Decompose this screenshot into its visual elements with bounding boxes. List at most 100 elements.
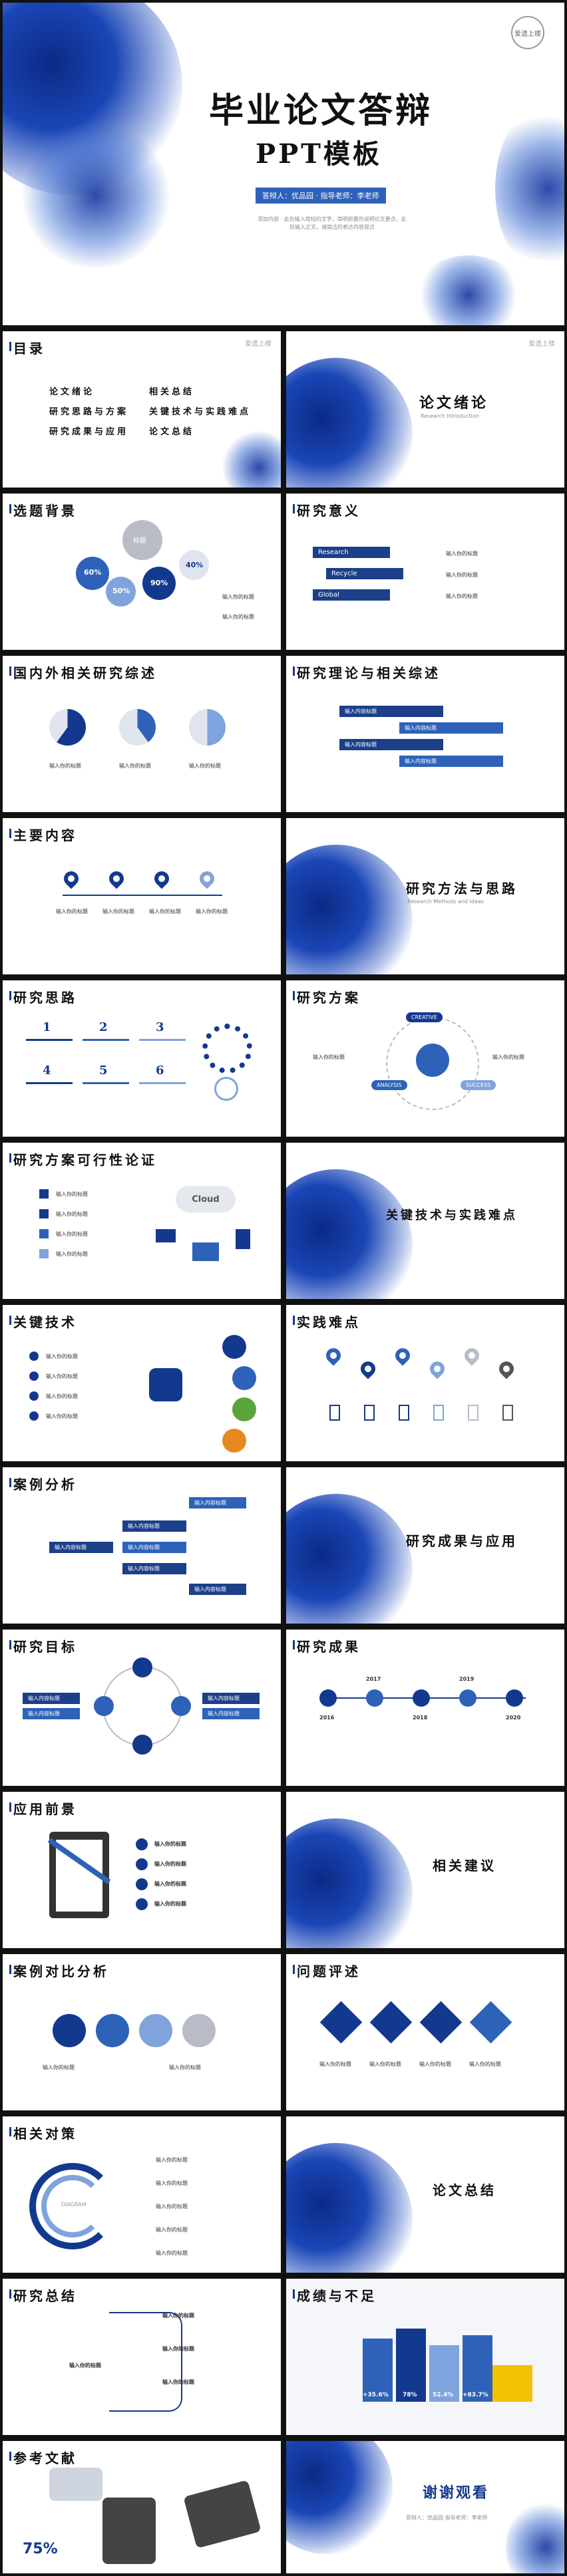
domestic-slide[interactable]: 国内外相关研究综述 输入你的标题 输入你的标题 输入你的标题 bbox=[3, 656, 281, 812]
case-slide[interactable]: 案例分析 输入内容标题 输入内容标题 输入内容标题 输入内容标题 输入内容标题 … bbox=[3, 1467, 281, 1624]
section-slide-5[interactable]: 相关建议 bbox=[286, 1792, 564, 1948]
cycle-node-icon bbox=[94, 1696, 114, 1716]
tree-node: 输入内容标题 bbox=[122, 1563, 186, 1574]
significance-slide[interactable]: 研究意义 Research Recycle Global 输入你的标题 输入你的… bbox=[286, 494, 564, 650]
cover-slide[interactable]: 爱遗上楼 毕业论文答辩 PPT模板 答辩人：优品园 · 指导老师：李老师 添加内… bbox=[3, 3, 564, 325]
arrow-tag-research: Research bbox=[313, 547, 390, 558]
text-label: 输入你的标题 bbox=[56, 1191, 88, 1197]
creative-badge: CREATIVE bbox=[406, 1012, 443, 1022]
header-bar bbox=[293, 666, 295, 676]
location-pin-icon bbox=[496, 1358, 517, 1379]
thanks-slide[interactable]: 谢谢观看 答辩人：优品园 指导老师：李老师 bbox=[286, 2441, 564, 2573]
info-box: 输入内容标题 bbox=[399, 756, 503, 767]
bar-value: 52.4% bbox=[433, 2392, 454, 2398]
section-title: 研究方法与思路 bbox=[406, 881, 518, 897]
hexagon-icon bbox=[182, 2014, 216, 2047]
section-title: 相关建议 bbox=[433, 1858, 496, 1874]
toc-item[interactable]: 论文绪论 bbox=[49, 387, 95, 397]
ink-splash bbox=[286, 2143, 413, 2273]
bar bbox=[26, 1082, 73, 1084]
text-label: 输入你的标题 bbox=[46, 1373, 78, 1379]
step-number: 6 bbox=[156, 1064, 167, 1077]
plan-slide[interactable]: 研究方案 CREATIVE ANALYSIS SUCCESS 输入你的标题 输入… bbox=[286, 980, 564, 1137]
arrow-tag-global: Global bbox=[313, 589, 390, 601]
truck-icon bbox=[492, 2365, 532, 2402]
arrow-tag-recycle: Recycle bbox=[326, 568, 403, 579]
thought-slide[interactable]: 研究思路 1 2 3 4 5 6 bbox=[3, 980, 281, 1137]
step-number: 2 bbox=[99, 1020, 110, 1034]
result-slide[interactable]: 研究成果 2016 2017 2018 2019 2020 bbox=[286, 1630, 564, 1786]
step-number: 5 bbox=[99, 1064, 110, 1077]
goal-slide[interactable]: 研究目标 输入内容标题 输入内容标题 输入内容标题 输入内容标题 bbox=[3, 1630, 281, 1786]
header-bar bbox=[293, 1316, 295, 1325]
contrast-slide[interactable]: 案例对比分析 输入你的标题 输入你的标题 bbox=[3, 1954, 281, 2110]
problem-slide[interactable]: 问题评述 输入你的标题 输入你的标题 输入你的标题 输入你的标题 bbox=[286, 1954, 564, 2110]
tree-node: 输入内容标题 bbox=[122, 1542, 186, 1553]
toc-item[interactable]: 论文总结 bbox=[149, 427, 195, 437]
bullet-dot bbox=[29, 1352, 39, 1361]
header-bar bbox=[9, 1153, 11, 1163]
checkbox-icon bbox=[39, 1229, 49, 1238]
text-label: 输入你的标题 bbox=[162, 2313, 194, 2319]
toc-item[interactable]: 研究思路与方案 bbox=[49, 407, 129, 417]
toc-slide[interactable]: 目录 爱遗上楼 论文绪论 研究思路与方案 研究成果与应用 相关总结 关键技术与实… bbox=[3, 331, 281, 488]
person-icon bbox=[416, 1044, 449, 1077]
content-slide[interactable]: 主要内容 输入你的标题 输入你的标题 输入你的标题 输入你的标题 bbox=[3, 818, 281, 974]
ref-percent: 75% bbox=[23, 2541, 58, 2557]
timeline-node-icon bbox=[413, 1689, 430, 1707]
location-pin-icon bbox=[323, 1345, 344, 1366]
section-subtitle: Research Introduction bbox=[421, 413, 479, 419]
measure-slide[interactable]: 相关对策 DIAGRAM 输入你的标题 输入你的标题 输入你的标题 输入你的标题… bbox=[3, 2116, 281, 2273]
toc-item[interactable]: 研究成果与应用 bbox=[49, 427, 129, 437]
refs-slide[interactable]: 参考文献 75% bbox=[3, 2441, 281, 2573]
theory-slide[interactable]: 研究理论与相关综述 输入内容标题 输入内容标题 输入内容标题 输入内容标题 bbox=[286, 656, 564, 812]
ink-splash bbox=[286, 845, 413, 974]
slide-title: 主要内容 bbox=[13, 827, 77, 843]
text-label: 输入你的标题 bbox=[43, 2065, 75, 2071]
info-box: 输入内容标题 bbox=[339, 739, 443, 750]
bar-3 bbox=[429, 2345, 459, 2402]
section-slide-1[interactable]: 论文绪论 Research Introduction 爱遗上楼 bbox=[286, 331, 564, 488]
text-label: 输入你的标题 bbox=[469, 2061, 501, 2067]
text-label: 输入你的标题 bbox=[196, 909, 228, 915]
person-icon bbox=[222, 1429, 246, 1453]
percent-circle bbox=[179, 550, 209, 580]
text-label: 输入你的标题 bbox=[69, 2362, 101, 2368]
bar bbox=[83, 1082, 129, 1084]
achieve-slide[interactable]: 成绩与不足 +35.6% 78% 52.4% +83.7% bbox=[286, 2279, 564, 2435]
text-label: 输入你的标题 bbox=[446, 551, 478, 557]
header-bar bbox=[9, 2127, 11, 2136]
location-pin-icon bbox=[357, 1358, 379, 1379]
seal-mark: 爱遗上楼 bbox=[245, 341, 272, 348]
section-slide-4[interactable]: 研究成果与应用 bbox=[286, 1467, 564, 1624]
section-slide-6[interactable]: 论文总结 bbox=[286, 2116, 564, 2273]
list-bullet-icon bbox=[136, 1898, 148, 1910]
header-bar bbox=[9, 991, 11, 1000]
phone-icon bbox=[399, 1405, 409, 1421]
cover-subtitle: PPT模板 bbox=[256, 138, 382, 170]
title-label: 标题 bbox=[133, 537, 146, 545]
header-bar bbox=[9, 1478, 11, 1487]
feasibility-slide[interactable]: 研究方案可行性论证 输入你的标题 输入你的标题 输入你的标题 输入你的标题 Cl… bbox=[3, 1143, 281, 1299]
hexagon-icon bbox=[96, 2014, 129, 2047]
location-pin-icon bbox=[392, 1345, 413, 1366]
background-slide[interactable]: 选题背景 标题 60% 50% 90% 40% 输入你的标题 输入你的标题 bbox=[3, 494, 281, 650]
section-slide-3[interactable]: 关键技术与实践难点 bbox=[286, 1143, 564, 1299]
tech-slide[interactable]: 关键技术 输入你的标题 输入你的标题 输入你的标题 输入你的标题 bbox=[3, 1305, 281, 1461]
section-slide-2[interactable]: 研究方法与思路 Research Methods and Ideas bbox=[286, 818, 564, 974]
list-bullet-icon bbox=[136, 1878, 148, 1890]
toc-item[interactable]: 关键技术与实践难点 bbox=[149, 407, 252, 417]
year-label: 2020 bbox=[506, 1715, 521, 1721]
difficulty-slide[interactable]: 实践难点 bbox=[286, 1305, 564, 1461]
location-pin-icon bbox=[151, 868, 172, 889]
slide-title: 研究目标 bbox=[13, 1639, 77, 1655]
toc-item[interactable]: 相关总结 bbox=[149, 387, 195, 397]
bullet-dot bbox=[29, 1411, 39, 1421]
text-label: 输入你的标题 bbox=[46, 1413, 78, 1419]
hand-tablet-icon bbox=[102, 2498, 156, 2564]
summary-slide[interactable]: 研究总结 输入你的标题 输入你的标题 输入你的标题 输入你的标题 bbox=[3, 2279, 281, 2435]
text-label: 输入你的标题 bbox=[446, 572, 478, 578]
music-icon bbox=[232, 1397, 256, 1421]
prospect-slide[interactable]: 应用前景 输入你的标题 输入你的标题 输入你的标题 输入你的标题 bbox=[3, 1792, 281, 1948]
slide-title: 问题评述 bbox=[297, 1963, 361, 1979]
